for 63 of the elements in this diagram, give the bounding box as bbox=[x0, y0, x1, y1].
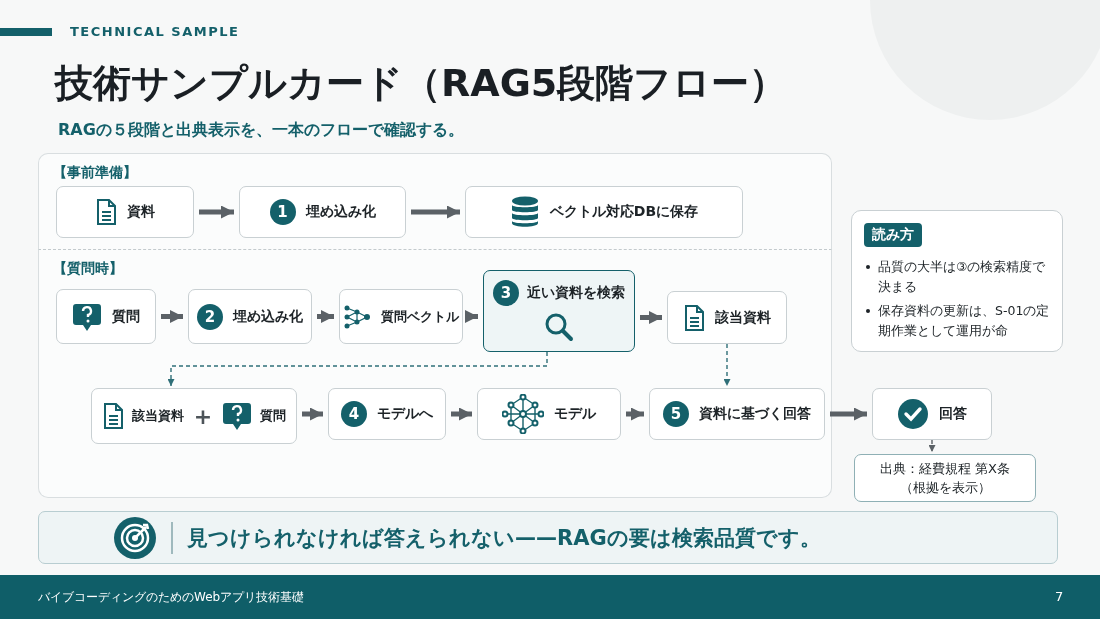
box-label: 近い資料を検索 bbox=[527, 284, 625, 302]
arrow bbox=[317, 310, 334, 323]
arrow bbox=[199, 205, 234, 219]
step-number-badge: 2 bbox=[197, 303, 223, 330]
page-number: 7 bbox=[1055, 589, 1064, 604]
process-box bbox=[56, 289, 156, 344]
step-number-badge: 4 bbox=[341, 401, 367, 427]
citation-box bbox=[854, 454, 1036, 502]
box-label: ベクトル対応DBに保存 bbox=[549, 203, 699, 221]
box-label: 質問 bbox=[260, 407, 287, 425]
page-title: 技術サンプルカード（RAG5段階フロー） bbox=[55, 60, 788, 107]
box-label: 質問 bbox=[112, 307, 140, 326]
box-label: 回答 bbox=[939, 405, 967, 423]
box-label: モデル bbox=[554, 405, 596, 423]
process-box bbox=[667, 291, 787, 344]
message-banner bbox=[38, 511, 1058, 564]
process-box bbox=[483, 270, 635, 352]
process-box bbox=[239, 186, 406, 238]
note-heading-tag: 読み方 bbox=[864, 223, 922, 247]
plus-sign: + bbox=[193, 403, 213, 429]
arrow bbox=[640, 311, 662, 324]
dashed-arrow bbox=[928, 439, 936, 453]
arrow bbox=[451, 407, 472, 421]
bullet-text: 品質の大半は③の検索精度で決まる bbox=[864, 257, 1050, 297]
arrow bbox=[411, 205, 460, 219]
subtitle: RAGの５段階と出典表示を、一本のフローで確認する。 bbox=[58, 120, 464, 141]
arrow bbox=[302, 407, 323, 421]
footer-text: バイブコーディングのためのWebアプリ技術基礎 bbox=[38, 589, 305, 606]
citation-text: 出典：経費規程 第X条（根拠を表示） bbox=[878, 459, 1011, 497]
process-box bbox=[328, 388, 446, 440]
box-label: 質問ベクトル bbox=[381, 307, 459, 326]
process-box bbox=[91, 388, 297, 444]
step-number-badge: 1 bbox=[269, 199, 296, 225]
process-box bbox=[477, 388, 621, 440]
section-panel bbox=[38, 250, 832, 498]
dashed-arrow bbox=[167, 351, 548, 387]
box-label: 該当資料 bbox=[131, 407, 184, 425]
arrow bbox=[626, 407, 644, 421]
box-label: モデルへ bbox=[377, 405, 433, 423]
section-heading: 【事前準備】 bbox=[53, 164, 137, 182]
step-number-badge: 3 bbox=[493, 280, 519, 306]
box-label: 資料 bbox=[127, 203, 155, 221]
banner-text: 見つけられなければ答えられない——RAGの要は検索品質です。 bbox=[187, 524, 821, 552]
process-box bbox=[649, 388, 825, 440]
dashed-arrow bbox=[723, 343, 731, 387]
box-label: 埋め込み化 bbox=[233, 307, 303, 326]
section-tag: TECHNICAL SAMPLE bbox=[70, 24, 240, 39]
process-box bbox=[465, 186, 743, 238]
box-label: 資料に基づく回答 bbox=[699, 405, 811, 423]
arrow bbox=[161, 310, 183, 323]
box-label: 該当資料 bbox=[715, 308, 771, 327]
arrow bbox=[465, 310, 478, 323]
box-label: 埋め込み化 bbox=[305, 203, 376, 221]
note-card bbox=[851, 210, 1063, 352]
section-heading: 【質問時】 bbox=[53, 260, 123, 278]
process-box bbox=[56, 186, 194, 238]
step-number-badge: 5 bbox=[663, 401, 689, 427]
process-box bbox=[188, 289, 312, 344]
arrow bbox=[830, 407, 867, 421]
bullet-text: 保存資料の更新は、S-01の定期作業として運用が命 bbox=[864, 301, 1050, 341]
process-box bbox=[339, 289, 463, 344]
process-box bbox=[872, 388, 992, 440]
section-panel bbox=[38, 153, 832, 250]
